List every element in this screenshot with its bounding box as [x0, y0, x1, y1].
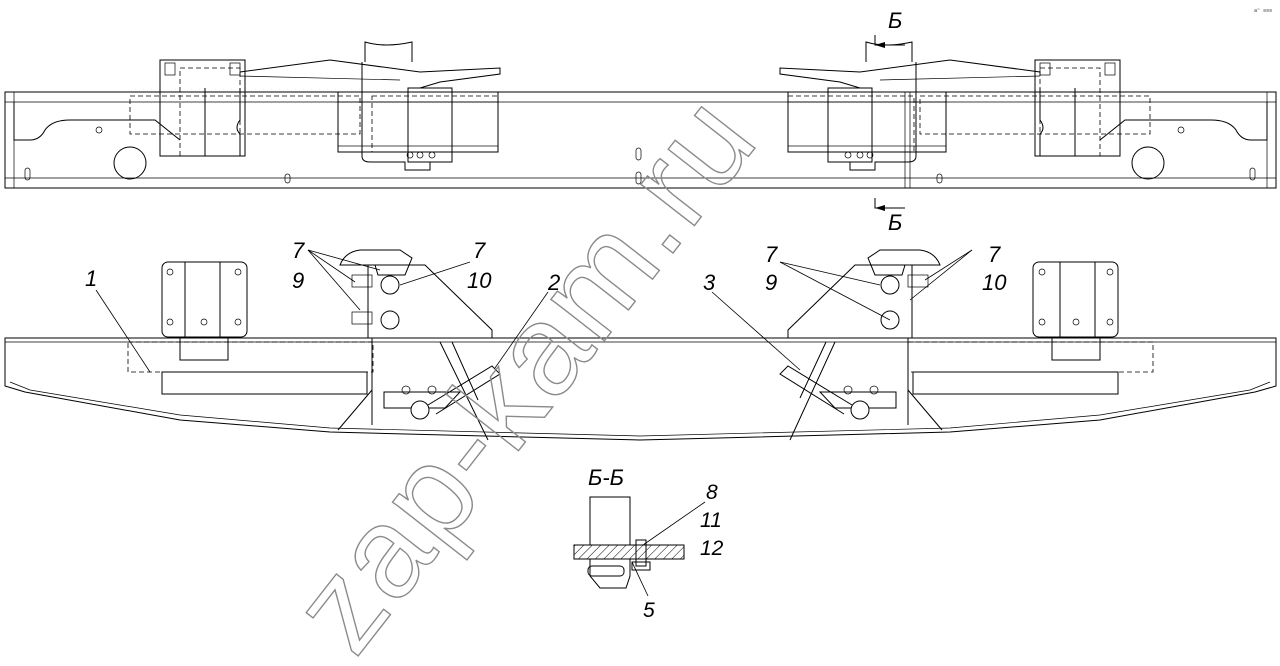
top-beam-outline [4, 91, 1277, 189]
top-hole-left [113, 146, 147, 180]
callout-7-left-b: 7 [473, 238, 486, 263]
left-mount-plate [161, 261, 248, 338]
callout-9-right: 9 [765, 270, 777, 295]
callout-10-right: 10 [982, 270, 1007, 295]
callout-11: 11 [700, 509, 722, 532]
callout-7-right-a: 7 [765, 242, 778, 267]
left-lock-plate [367, 264, 493, 339]
corner-mark: аⁿ ≡≡≡ [1254, 8, 1272, 14]
watermark-text: zap-kam.ru [264, 69, 783, 666]
front-view: 1 2 3 7 9 7 10 7 9 7 10 [4, 238, 1277, 441]
callout-1: 1 [85, 266, 97, 291]
callout-3: 3 [703, 270, 716, 295]
callout-2: 2 [547, 270, 560, 295]
callout-10-left: 10 [467, 268, 492, 293]
section-view: Б-Б 8 11 12 5 [573, 465, 724, 622]
top-view: Б Б [4, 8, 1277, 235]
callout-12: 12 [700, 537, 724, 560]
callout-5: 5 [643, 599, 655, 622]
callout-7-right-b: 7 [988, 242, 1001, 267]
section-mark-bottom: Б [888, 210, 902, 235]
callout-8: 8 [706, 481, 718, 504]
top-hole-right [1131, 146, 1165, 180]
right-lock-plate [787, 264, 913, 339]
callout-9-left: 9 [292, 268, 304, 293]
callout-7-left-a: 7 [292, 238, 305, 263]
section-title: Б-Б [588, 465, 624, 490]
bumper-beam [4, 337, 1277, 441]
section-hatched-plate [573, 544, 685, 560]
section-mark-top: Б [888, 8, 902, 33]
right-mount-plate [1032, 261, 1119, 338]
